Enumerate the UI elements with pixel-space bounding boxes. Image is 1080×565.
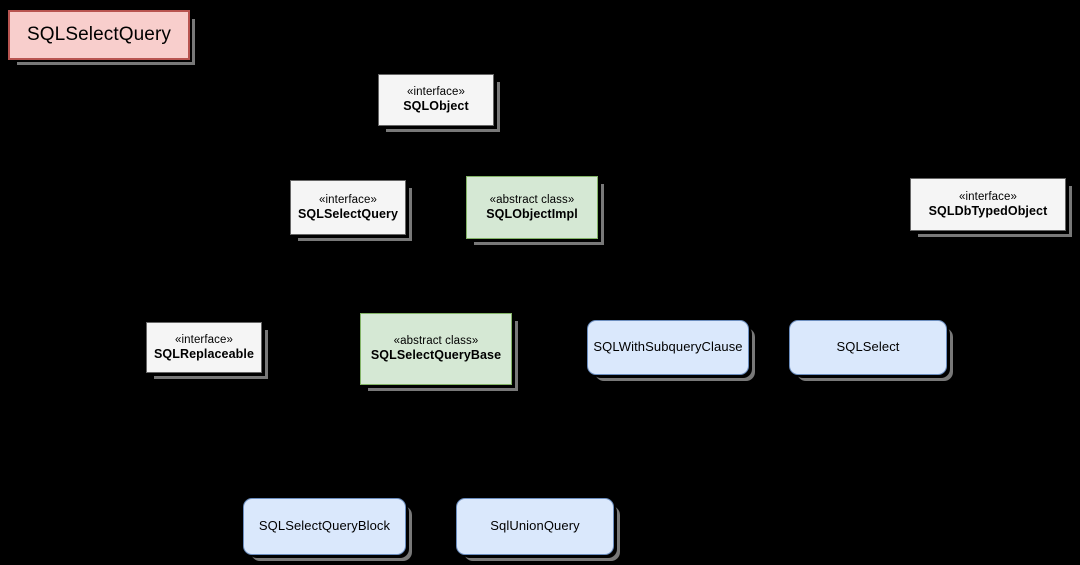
edge-sqlobjectimpl-sqlobject: [435, 126, 533, 176]
class-name-label: SQLDbTypedObject: [928, 203, 1048, 218]
stereotype-label: «interface»: [175, 333, 233, 346]
class-name-label: SQLObjectImpl: [486, 206, 578, 221]
edge-sqlselect-sqlobjectimpl: [575, 239, 853, 320]
stereotype-label: «abstract class»: [489, 193, 575, 206]
stereotype-label: «abstract class»: [393, 335, 479, 347]
stereotype-label: «interface»: [407, 86, 465, 98]
stereotype-label: «interface»: [319, 193, 377, 206]
class-node-sqldbtypedobject[interactable]: «interface» SQLDbTypedObject: [910, 178, 1066, 231]
edge-sqlselectquery-sqlobject: [347, 126, 437, 180]
class-name-label: SqlUnionQuery: [490, 518, 580, 534]
class-name-label: SQLSelect: [836, 339, 900, 355]
class-node-sqlselectqueryblock[interactable]: SQLSelectQueryBlock: [243, 498, 406, 555]
edge-sqlunionquery-sqlselectquerybase: [436, 385, 535, 498]
edge-sqlselectquerybase-sqlobjectimpl: [431, 239, 547, 313]
class-name-label: SQLSelectQueryBlock: [258, 518, 391, 534]
class-node-sqlreplaceable[interactable]: «interface» SQLReplaceable: [146, 322, 262, 373]
class-node-sqlselectquery[interactable]: «interface» SQLSelectQuery: [290, 180, 406, 235]
class-node-sqlobject[interactable]: «interface» SQLObject: [378, 74, 494, 126]
edge-sqlselectquerybase-sqlselectquery: [347, 235, 419, 313]
class-name-label: SQLSelectQuery: [27, 24, 171, 46]
edge-sqlselectqueryblock-sqlreplaceable: [203, 373, 347, 498]
class-node-sqlwithsubqueryclause[interactable]: SQLWithSubqueryClause: [587, 320, 749, 375]
stereotype-label: «interface»: [959, 190, 1017, 203]
class-node-sqlobjectimpl[interactable]: «abstract class» SQLObjectImpl: [466, 176, 598, 239]
edge-sqlselectqueryblock-sqlselectquerybase: [323, 385, 416, 498]
edge-sqlwithsubqueryclause-sqlobjectimpl: [575, 239, 669, 320]
class-node-sqlselect[interactable]: SQLSelect: [789, 320, 947, 375]
class-name-label: SQLSelectQueryBase: [370, 348, 502, 363]
class-name-label: SQLReplaceable: [153, 346, 255, 361]
class-node-sqlselectquerybase[interactable]: «abstract class» SQLSelectQueryBase: [360, 313, 512, 385]
edge-sqlreplaceable-sqlobjectimpl: [203, 239, 517, 322]
class-name-label: SQLWithSubqueryClause: [593, 339, 743, 355]
class-name-label: SQLObject: [403, 99, 469, 114]
class-node-sqlunionquery[interactable]: SqlUnionQuery: [456, 498, 614, 555]
class-name-label: SQLSelectQuery: [297, 206, 399, 221]
class-node-sqlselectquery-highlight[interactable]: SQLSelectQuery: [8, 10, 190, 60]
edge-sqlselect-sqldbtypedobject: [879, 231, 989, 320]
